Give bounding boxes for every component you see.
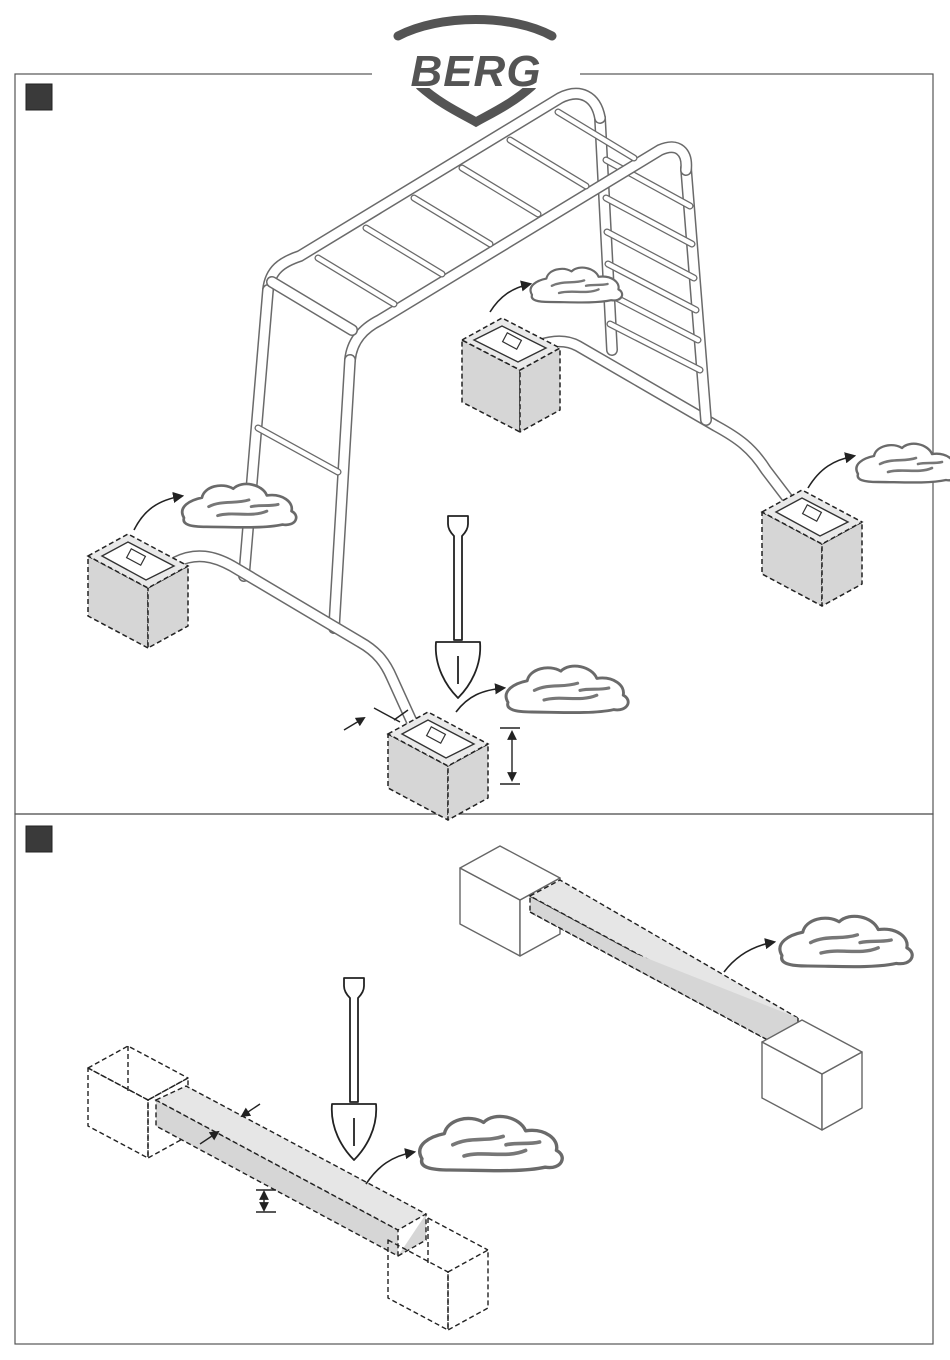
soil-pile-icon [856, 444, 950, 483]
dig-arrow-right [808, 456, 854, 488]
soil-pile-icon [506, 666, 628, 713]
soil-pile-icon [780, 916, 912, 966]
shovel-icon [332, 978, 376, 1160]
dig-arrow-trench-top [724, 942, 774, 972]
brand-logo-text: BERG [410, 47, 541, 96]
foundation-hole-front [388, 712, 488, 820]
trench-bottom [156, 1086, 426, 1256]
dig-arrow-left [134, 496, 182, 530]
panel-1-frame [15, 74, 933, 814]
width-dimension [344, 708, 408, 730]
trench-top [530, 880, 798, 1052]
step-marker-1 [26, 84, 52, 110]
foundation-hole-left [88, 534, 188, 648]
step-marker-2 [26, 826, 52, 852]
foundation-hole-back-right [462, 318, 560, 432]
dig-arrow-back [490, 284, 530, 312]
trench-depth-dimension [256, 1190, 276, 1212]
foundation-hole-right [762, 490, 862, 606]
foundation-box-bottom-right [762, 1020, 862, 1130]
soil-pile-icon [182, 484, 296, 527]
soil-pile-icon [420, 1116, 562, 1170]
foundation-box-dashed-right [388, 1218, 488, 1330]
shovel-icon [436, 516, 480, 698]
dig-arrow-trench-bottom [366, 1152, 414, 1184]
depth-dimension [500, 728, 520, 784]
